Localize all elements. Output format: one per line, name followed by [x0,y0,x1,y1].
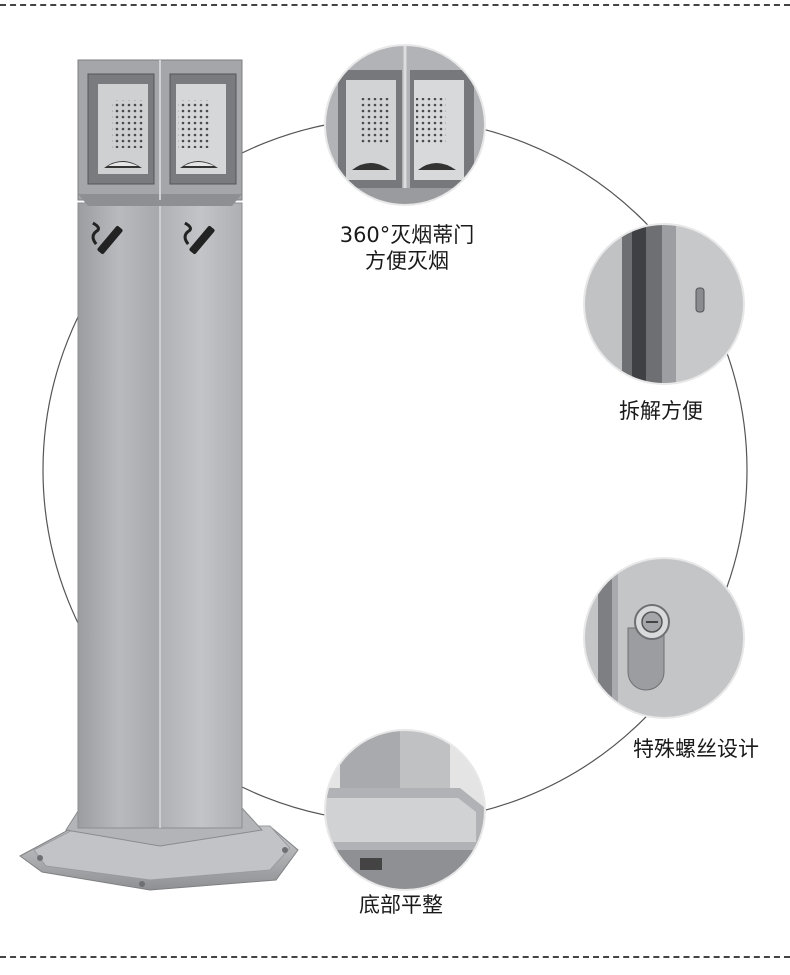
cigarette-icon [91,221,123,255]
detail-special-screw [583,557,745,719]
detail-flat-base [324,729,486,891]
cigarette-icon [183,221,215,255]
bottom-dashed-divider [0,956,790,958]
detail-ashtray-door [324,44,486,206]
feature-label-ashtray-door-line2: 方便灭烟 [365,249,449,273]
ashtray-pillar [19,59,299,891]
feature-label-ashtray-door: 360°灭烟蒂门 方便灭烟 [322,222,492,274]
feature-label-flat-base: 底部平整 [359,893,443,917]
feature-label-ashtray-door-line1: 360°灭烟蒂门 [339,223,475,247]
detail-detachable [583,223,745,385]
top-dashed-divider [0,4,790,6]
feature-label-detachable: 拆解方便 [619,399,703,423]
feature-label-special-screw: 特殊螺丝设计 [633,737,759,761]
